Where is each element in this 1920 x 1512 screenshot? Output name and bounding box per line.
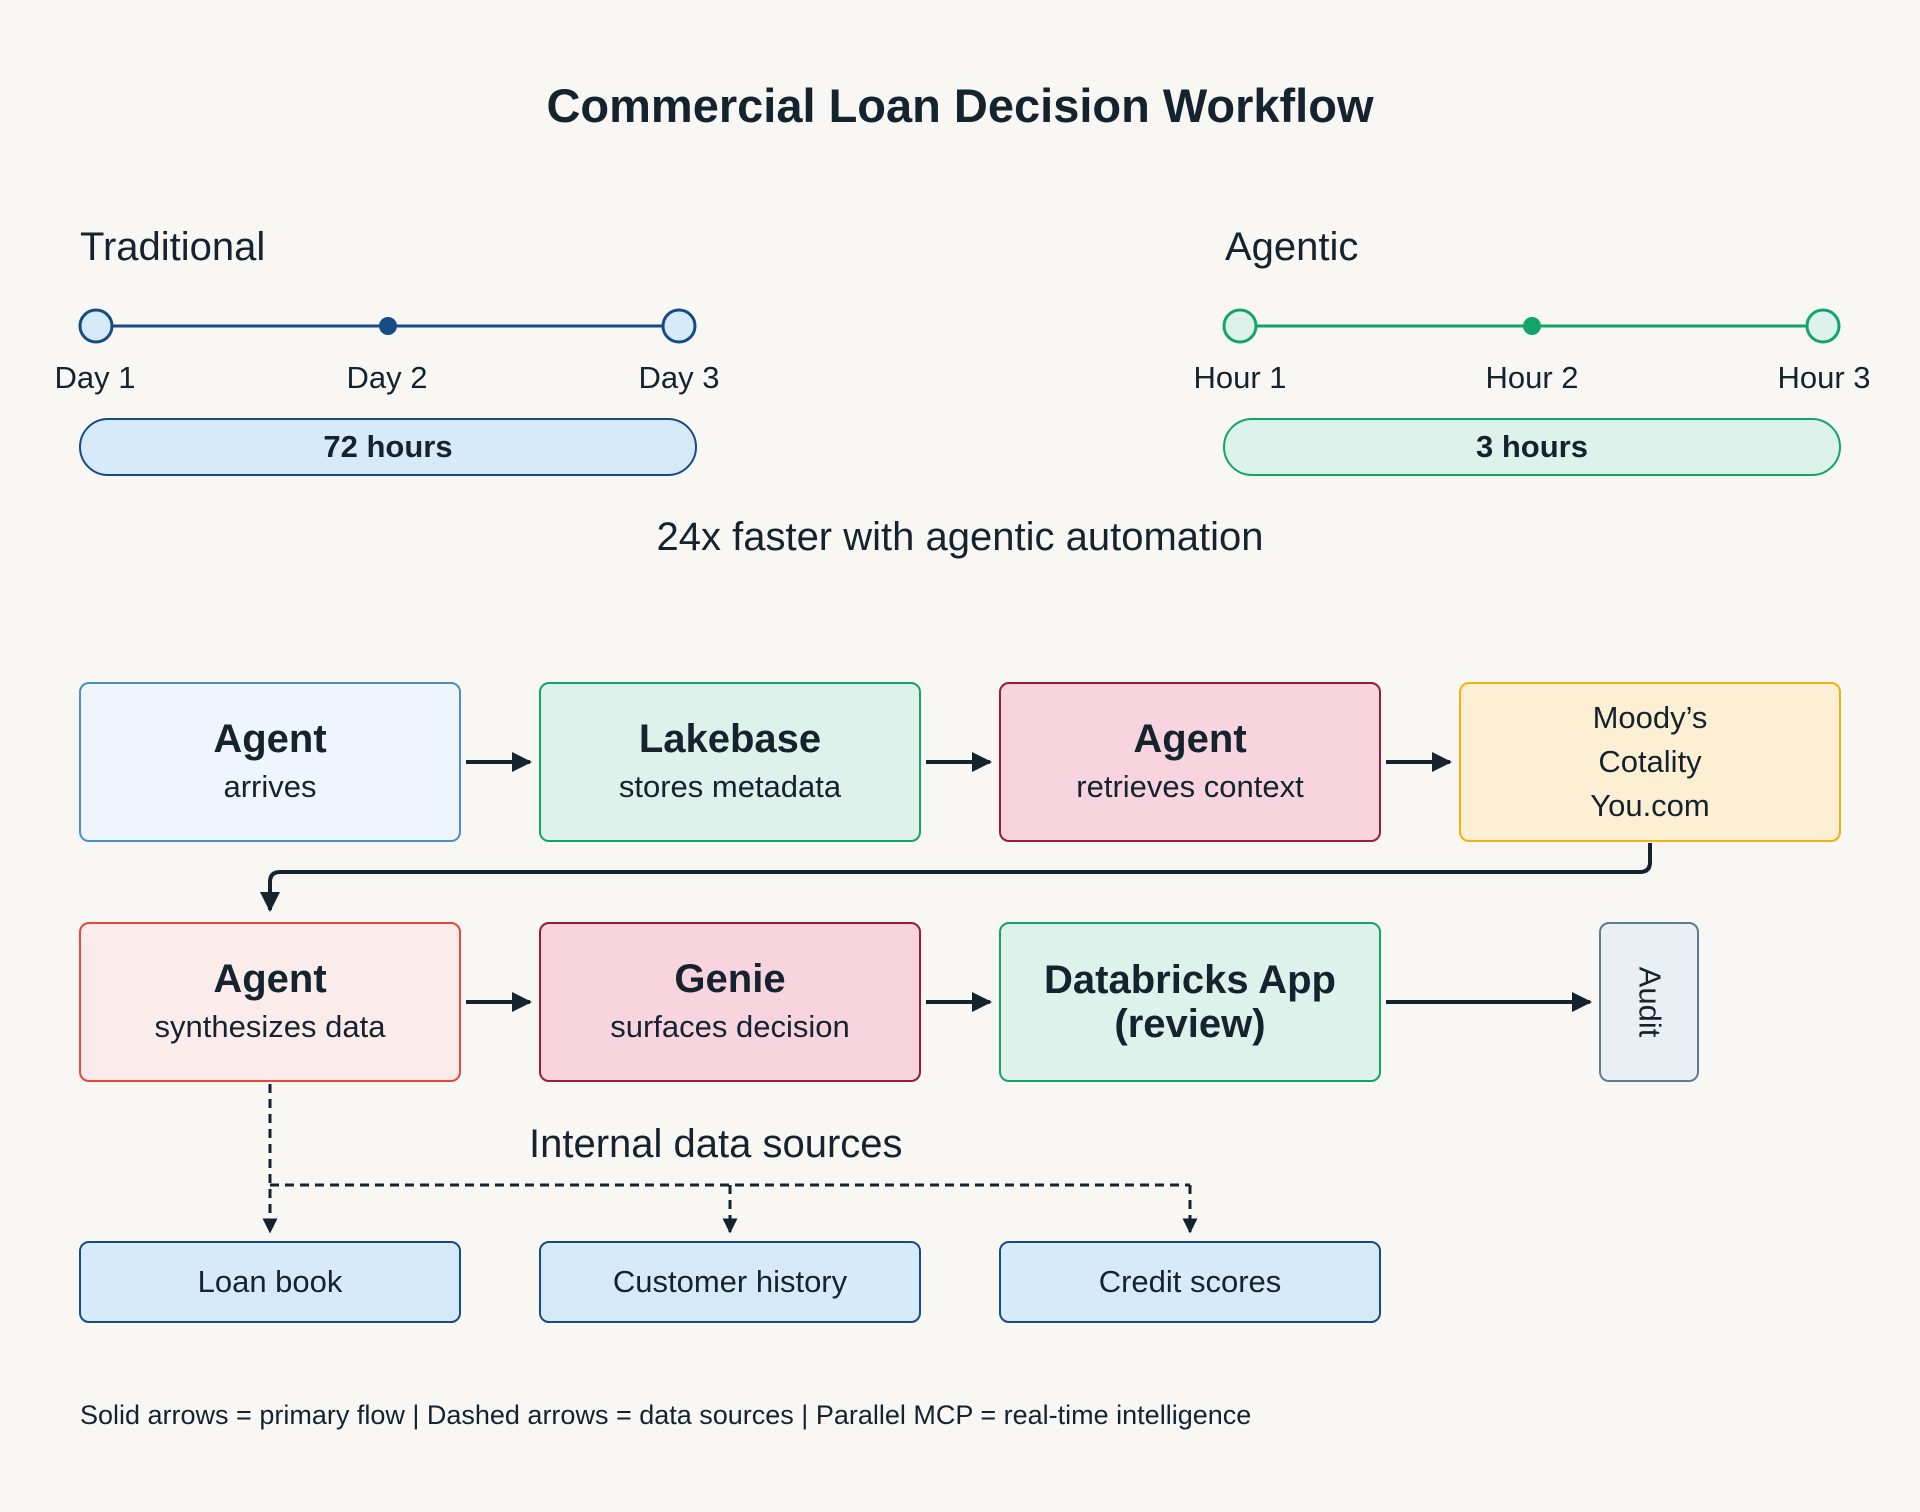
node-databricks-app: Databricks App (review) (999, 922, 1381, 1082)
node-title: Lakebase (638, 717, 822, 761)
external-source-youcom: You.com (1590, 788, 1710, 823)
traditional-label: Traditional (80, 225, 266, 269)
node-agent-synthesizes: Agent synthesizes data (79, 922, 461, 1082)
traditional-tick-1: Day 1 (54, 360, 136, 395)
traditional-node-start (78, 308, 114, 344)
traditional-node-mid (379, 317, 397, 335)
node-title: Agent (1133, 717, 1247, 761)
node-agent-retrieves: Agent retrieves context (999, 682, 1381, 842)
node-audit: Audit (1599, 922, 1699, 1082)
traditional-tick-3: Day 3 (638, 360, 720, 395)
source-label: Credit scores (1098, 1264, 1282, 1299)
node-agent-arrives: Agent arrives (79, 682, 461, 842)
external-source-moodys: Moody’s (1592, 700, 1708, 735)
node-subtitle: stores metadata (618, 769, 842, 804)
node-title: Genie (674, 957, 786, 1001)
diagram-title: Commercial Loan Decision Workflow (546, 79, 1374, 132)
node-title-line-1: Databricks App (1044, 958, 1336, 1002)
source-label: Loan book (197, 1264, 343, 1299)
agentic-duration-pill: 3 hours (1223, 418, 1841, 476)
node-title: Agent (213, 717, 327, 761)
node-title-line-2: (review) (1114, 1002, 1266, 1046)
agentic-node-end (1805, 308, 1841, 344)
node-title: Agent (213, 957, 327, 1001)
agentic-label: Agentic (1225, 225, 1359, 269)
source-customer-history: Customer history (539, 1241, 921, 1323)
source-label: Customer history (612, 1264, 848, 1299)
traditional-tick-2: Day 2 (346, 360, 428, 395)
speedup-text: 24x faster with agentic automation (656, 515, 1264, 559)
source-credit-scores: Credit scores (999, 1241, 1381, 1323)
agentic-node-mid (1523, 317, 1541, 335)
node-subtitle: surfaces decision (610, 1009, 850, 1044)
agentic-node-start (1222, 308, 1258, 344)
audit-label: Audit (1631, 966, 1667, 1038)
node-subtitle: retrieves context (1076, 769, 1304, 804)
legend-text: Solid arrows = primary flow | Dashed arr… (80, 1400, 1252, 1430)
traditional-duration-pill: 72 hours (79, 418, 697, 476)
external-source-cotality: Cotality (1598, 744, 1702, 779)
agentic-tick-1: Hour 1 (1193, 360, 1287, 395)
node-subtitle: synthesizes data (154, 1009, 386, 1044)
source-loan-book: Loan book (79, 1241, 461, 1323)
node-genie: Genie surfaces decision (539, 922, 921, 1082)
arrow-external-to-synthesize (260, 843, 1652, 912)
traditional-node-end (661, 308, 697, 344)
node-lakebase: Lakebase stores metadata (539, 682, 921, 842)
agentic-tick-3: Hour 3 (1777, 360, 1871, 395)
node-external-sources: Moody’s Cotality You.com (1459, 682, 1841, 842)
internal-sources-label: Internal data sources (529, 1122, 903, 1166)
node-subtitle: arrives (223, 769, 317, 804)
agentic-tick-2: Hour 2 (1485, 360, 1579, 395)
